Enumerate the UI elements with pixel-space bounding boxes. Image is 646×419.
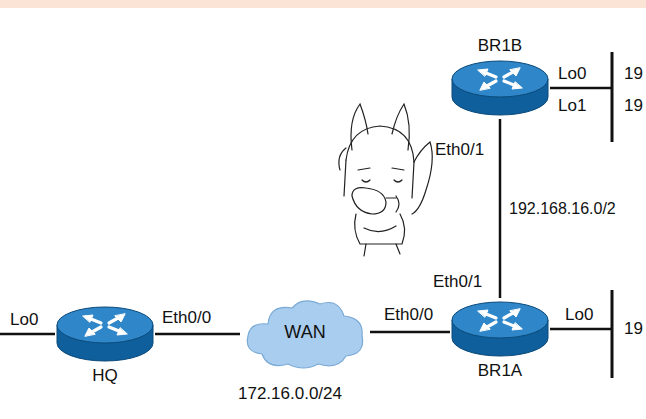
loopback-wire (550, 328, 612, 331)
interface-name: Eth0/0 (384, 305, 433, 325)
segment-bar (611, 290, 614, 378)
subnet-label: 172.16.0.0/24 (238, 384, 342, 404)
cloud-name: WAN (240, 292, 370, 372)
router-name: BR1A (450, 360, 550, 382)
interface-name: Lo0 (558, 64, 586, 84)
router-symbol (450, 298, 550, 360)
subnet-fragment: 19 (624, 319, 643, 339)
interface-name: Eth0/1 (433, 272, 482, 292)
router-symbol (55, 303, 155, 365)
router-node: BR1B (450, 35, 550, 119)
sketch-doodle (339, 104, 432, 256)
interface-name: Lo1 (558, 96, 586, 116)
interface-name: Lo0 (565, 305, 593, 325)
subnet-fragment: 19 (624, 64, 643, 84)
interface-name: Eth0/0 (162, 308, 211, 328)
loopback-wire (550, 87, 612, 90)
top-band (0, 0, 646, 8)
router-node: HQ (55, 303, 155, 387)
link-line (499, 119, 502, 298)
segment-bar (611, 52, 614, 142)
interface-name: Eth0/1 (435, 140, 484, 160)
router-name: BR1B (450, 35, 550, 57)
router-name: HQ (55, 365, 155, 387)
router-symbol (450, 57, 550, 119)
wan-cloud: WAN (240, 292, 370, 372)
router-node: BR1A (450, 298, 550, 382)
link-subnet: 192.168.16.0/2 (508, 199, 617, 219)
link-line (370, 331, 450, 334)
router-icon (450, 298, 550, 360)
link-line (155, 333, 240, 336)
router-icon (55, 303, 155, 365)
subnet-fragment: 19 (624, 96, 643, 116)
interface-name: Lo0 (10, 310, 38, 330)
loopback-wire (0, 333, 55, 336)
router-icon (450, 57, 550, 119)
